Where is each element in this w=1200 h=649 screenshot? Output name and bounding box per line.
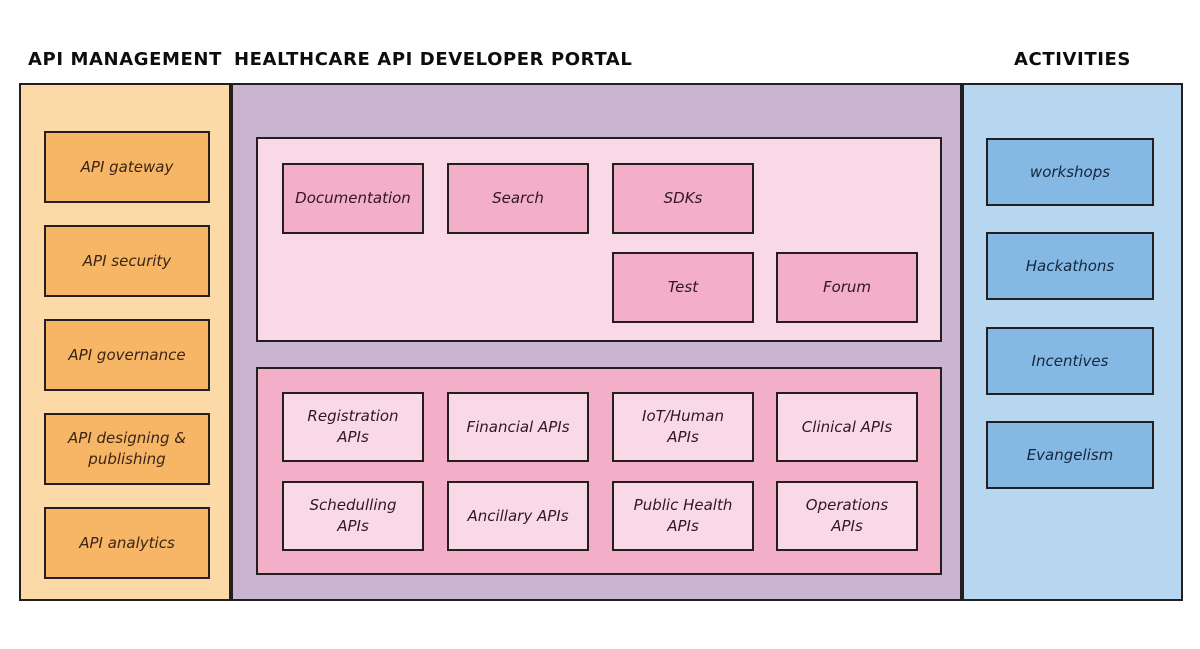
portal-heading: HEALTHCARE API DEVELOPER PORTAL: [234, 49, 633, 70]
node-api-designing-publishing: API designing & publishing: [44, 413, 210, 485]
node-financial-apis: Financial APIs: [447, 392, 589, 462]
node-operations-apis: Operations APIs: [776, 481, 918, 551]
portal-panel: Documentation Search SDKs Test Forum Reg…: [231, 83, 962, 601]
api-management-heading: API MANAGEMENT: [28, 49, 222, 70]
node-hackathons: Hackathons: [986, 232, 1154, 300]
node-evangelism: Evangelism: [986, 421, 1154, 489]
portal-apis-section: Registration APIs Financial APIs IoT/Hum…: [256, 367, 942, 575]
portal-tools-section: Documentation Search SDKs Test Forum: [256, 137, 942, 342]
node-clinical-apis: Clinical APIs: [776, 392, 918, 462]
activities-panel: workshops Hackathons Incentives Evangeli…: [962, 83, 1183, 601]
node-schedulling-apis: Schedulling APIs: [282, 481, 424, 551]
node-registration-apis: Registration APIs: [282, 392, 424, 462]
node-public-health-apis: Public Health APIs: [612, 481, 754, 551]
node-documentation: Documentation: [282, 163, 424, 234]
api-management-panel: API gateway API security API governance …: [19, 83, 231, 601]
node-incentives: Incentives: [986, 327, 1154, 395]
node-api-governance: API governance: [44, 319, 210, 391]
node-forum: Forum: [776, 252, 918, 323]
node-search: Search: [447, 163, 589, 234]
activities-heading: ACTIVITIES: [1014, 49, 1131, 70]
node-api-analytics: API analytics: [44, 507, 210, 579]
node-sdks: SDKs: [612, 163, 754, 234]
node-test: Test: [612, 252, 754, 323]
node-api-gateway: API gateway: [44, 131, 210, 203]
node-workshops: workshops: [986, 138, 1154, 206]
node-ancillary-apis: Ancillary APIs: [447, 481, 589, 551]
node-iot-human-apis: IoT/Human APIs: [612, 392, 754, 462]
node-api-security: API security: [44, 225, 210, 297]
